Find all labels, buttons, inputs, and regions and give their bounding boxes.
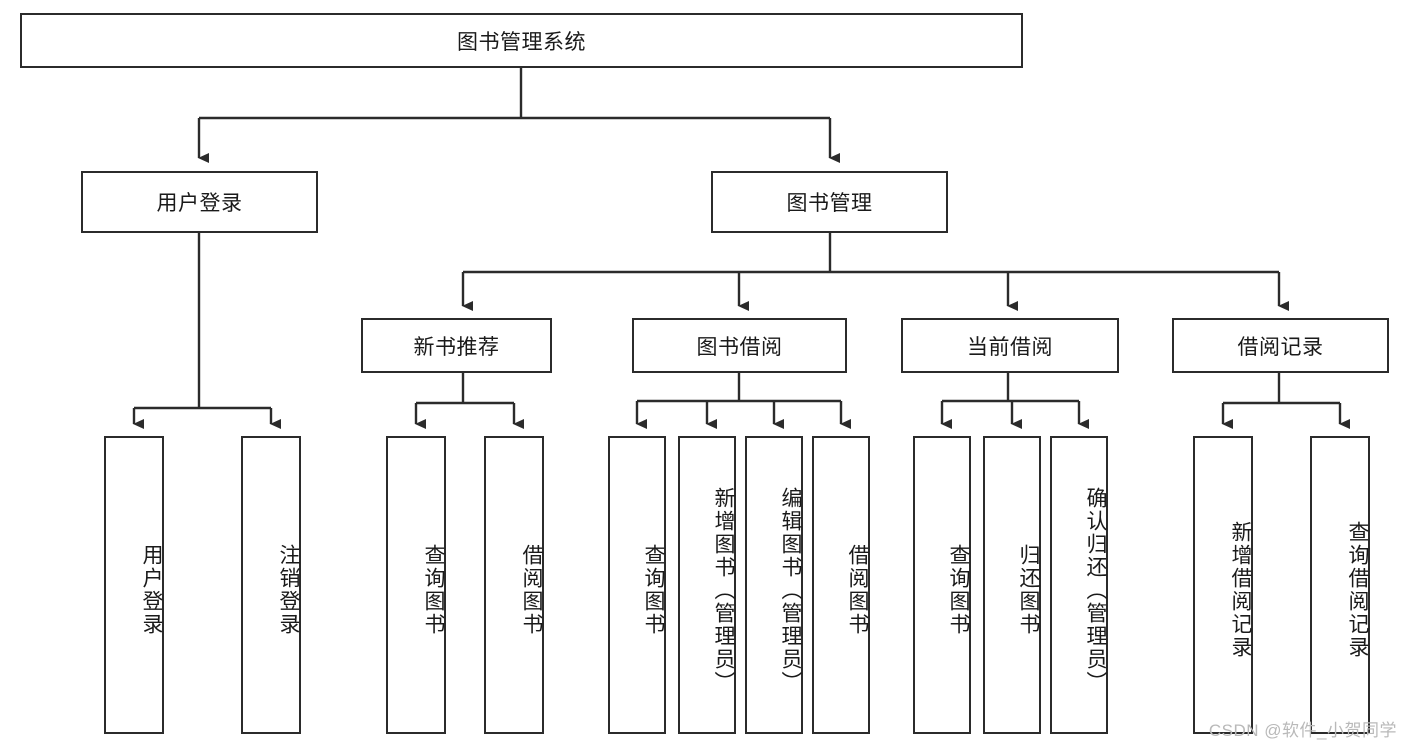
node-leaf-confirm-return-label: 确认归还（管理员） <box>1084 486 1107 694</box>
node-leaf-user-logout[interactable]: 注销登录 <box>241 436 301 734</box>
node-current-borrow[interactable]: 当前借阅 <box>901 318 1119 373</box>
node-borrow-record[interactable]: 借阅记录 <box>1172 318 1389 373</box>
node-leaf-query-book-current[interactable]: 查询图书 <box>913 436 971 734</box>
node-leaf-confirm-return[interactable]: 确认归还（管理员） <box>1050 436 1108 734</box>
node-leaf-add-record-label: 新增借阅记录 <box>1229 521 1252 659</box>
node-book-borrow[interactable]: 图书借阅 <box>632 318 847 373</box>
node-leaf-add-record[interactable]: 新增借阅记录 <box>1193 436 1253 734</box>
node-book-manage-label: 图书管理 <box>786 192 873 215</box>
node-leaf-query-book-borrow[interactable]: 查询图书 <box>608 436 666 734</box>
node-leaf-add-book-label: 新增图书（管理员） <box>712 486 735 694</box>
node-leaf-user-login-label: 用户登录 <box>140 544 163 636</box>
node-leaf-edit-book[interactable]: 编辑图书（管理员） <box>745 436 803 734</box>
node-current-borrow-label: 当前借阅 <box>967 335 1053 359</box>
node-leaf-borrow-book[interactable]: 借阅图书 <box>812 436 870 734</box>
node-root[interactable]: 图书管理系统 <box>20 13 1023 68</box>
node-leaf-query-book-current-label: 查询图书 <box>947 544 970 636</box>
node-leaf-query-record[interactable]: 查询借阅记录 <box>1310 436 1370 734</box>
node-leaf-borrow-book-label: 借阅图书 <box>846 544 869 636</box>
node-root-label: 图书管理系统 <box>457 30 586 54</box>
node-user-login[interactable]: 用户登录 <box>81 171 318 233</box>
node-borrow-record-label: 借阅记录 <box>1237 335 1324 359</box>
node-new-book-rec-label: 新书推荐 <box>413 335 500 359</box>
node-book-borrow-label: 图书借阅 <box>696 335 783 359</box>
node-leaf-query-book-rec[interactable]: 查询图书 <box>386 436 446 734</box>
node-leaf-borrow-book-rec[interactable]: 借阅图书 <box>484 436 544 734</box>
node-leaf-query-book-rec-label: 查询图书 <box>422 544 445 636</box>
node-book-manage[interactable]: 图书管理 <box>711 171 948 233</box>
node-leaf-return-book-label: 归还图书 <box>1017 544 1040 636</box>
node-leaf-query-record-label: 查询借阅记录 <box>1346 521 1369 659</box>
node-leaf-user-login[interactable]: 用户登录 <box>104 436 164 734</box>
node-user-login-label: 用户登录 <box>156 192 243 215</box>
node-leaf-return-book[interactable]: 归还图书 <box>983 436 1041 734</box>
node-leaf-add-book[interactable]: 新增图书（管理员） <box>678 436 736 734</box>
node-leaf-borrow-book-rec-label: 借阅图书 <box>520 544 543 636</box>
node-leaf-query-book-borrow-label: 查询图书 <box>642 544 665 636</box>
node-leaf-edit-book-label: 编辑图书（管理员） <box>779 486 802 694</box>
node-new-book-rec[interactable]: 新书推荐 <box>361 318 552 373</box>
node-leaf-user-logout-label: 注销登录 <box>277 544 300 636</box>
